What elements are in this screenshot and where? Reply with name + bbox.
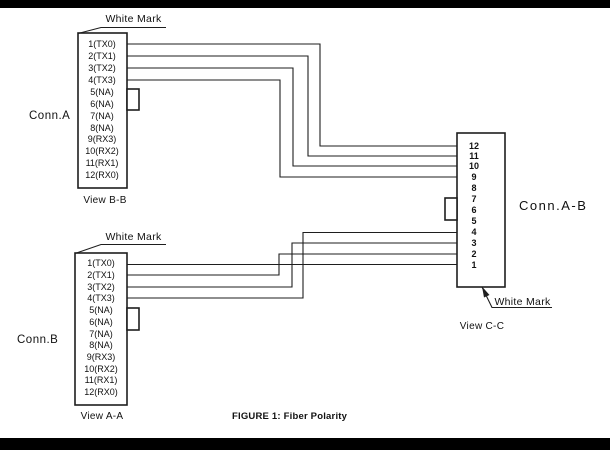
conn-ab-pin-4: 4 [471,227,477,237]
fiber-route-b3-ab3 [127,242,457,288]
conn-a-pin-12: 12(RX0) [85,170,119,180]
fiber-route-a1-ab12 [127,43,457,147]
conn-b-pin-9: 9(RX3) [86,352,116,362]
conn-b-pin-10: 10(RX2) [84,364,118,374]
conn-ab-pin-10: 10 [468,161,479,171]
conn-ab-pin-7: 7 [471,194,477,204]
conn-a-pin-8: 8(NA) [90,123,114,133]
conn-ab-key-notch [444,197,458,221]
conn-ab-pin-5: 5 [471,216,477,226]
conn-a-pin-1: 1(TX0) [88,39,116,49]
conn-b-box [74,252,128,406]
white-mark-arrowhead [482,286,490,298]
conn-ab-pin-2: 2 [471,249,477,259]
conn-ab-pin-12: 12 [468,141,479,151]
conn-b-pin-3: 3(TX2) [87,282,115,292]
conn-b-view-label: View A-A [80,411,124,422]
fiber-route-a3-ab10 [127,67,457,167]
conn-a-pin-7: 7(NA) [90,111,114,121]
conn-b-white-mark-label: White Mark [105,231,162,243]
conn-b-pin-5: 5(NA) [89,305,113,315]
conn-a-pin-11: 11(RX1) [85,158,119,168]
conn-a-pin-9: 9(RX3) [87,134,117,144]
top-black-bar [0,0,610,8]
conn-a-pin-4: 4(TX3) [88,75,116,85]
conn-ab-pin-6: 6 [471,205,477,215]
conn-b-pin-1: 1(TX0) [87,258,115,268]
conn-a-pin-2: 2(TX1) [88,51,116,61]
conn-a-key-notch [126,88,140,111]
conn-b-name: Conn.B [17,334,59,346]
fiber-route-b4-ab4 [127,231,457,299]
conn-a-pin-10: 10(RX2) [85,146,119,156]
conn-ab-pin-9: 9 [471,172,477,182]
conn-b-key-notch [126,307,140,331]
conn-ab-view-label: View C-C [459,321,505,332]
conn-ab-white-mark-label: White Mark [494,296,551,308]
conn-ab-name: Conn.A-B [519,198,588,213]
conn-b-pin-7: 7(NA) [89,329,113,339]
connector-bodies [74,32,506,406]
conn-ab-pin-11: 11 [469,151,479,161]
conn-b-pin-8: 8(NA) [89,340,113,350]
bottom-black-bar [0,438,610,450]
fiber-routes-bottom [127,231,457,299]
conn-ab-pin-3: 3 [471,238,477,248]
conn-b-pin-4: 4(TX3) [87,293,115,303]
conn-a-box [77,32,128,189]
conn-ab-pin-1: 1 [471,260,477,270]
figure-caption: FIGURE 1: Fiber Polarity [232,411,348,422]
conn-b-pin-12: 12(RX0) [84,387,118,397]
conn-b-white-mark-leader [74,243,166,255]
fiber-route-a4-ab9 [127,79,457,178]
fiber-route-b2-ab2 [127,253,457,276]
conn-a-white-mark-label: White Mark [105,13,162,25]
conn-a-pin-6: 6(NA) [90,99,114,109]
fiber-route-a2-ab11 [127,55,457,157]
conn-a-white-mark-leader [77,26,166,35]
conn-a-pin-3: 3(TX2) [88,63,116,73]
conn-b-pin-2: 2(TX1) [87,270,115,280]
conn-b-pin-11: 11(RX1) [84,375,118,385]
conn-a-pin-5: 5(NA) [90,87,114,97]
conn-ab-pin-8: 8 [471,183,477,193]
conn-b-pin-6: 6(NA) [89,317,113,327]
conn-a-name: Conn.A [29,110,71,122]
fiber-routes-top [127,43,457,178]
conn-a-view-label: View B-B [83,195,127,206]
